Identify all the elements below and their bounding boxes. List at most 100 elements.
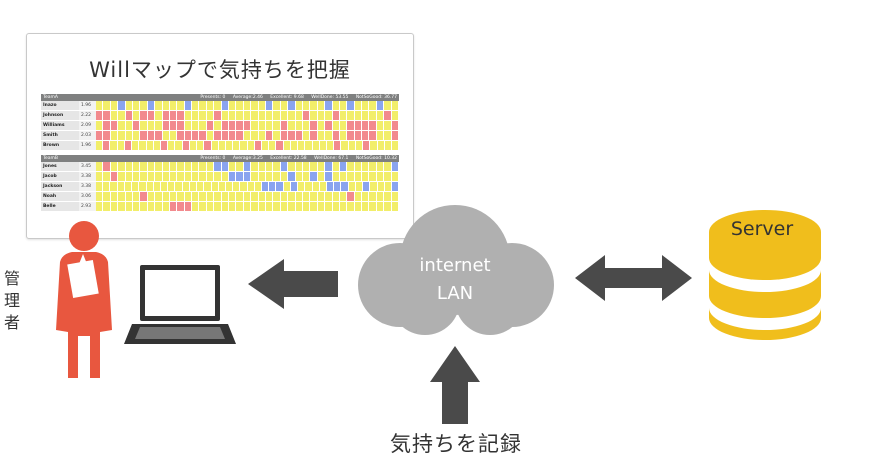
mood-cell (355, 141, 364, 150)
mood-cell (288, 172, 296, 181)
mood-cell (169, 172, 178, 181)
mood-cell (251, 192, 259, 201)
mood-cell (110, 192, 119, 201)
admin-label-char: 理 (3, 291, 20, 310)
mood-cell (221, 162, 230, 171)
mood-cell (177, 131, 185, 140)
mood-cell (348, 182, 356, 191)
mood-cell (258, 202, 266, 211)
mood-cell (243, 101, 252, 110)
mood-cell (339, 172, 348, 181)
mood-cell (192, 162, 200, 171)
mood-cell (288, 131, 296, 140)
mood-cell (146, 141, 154, 150)
cloud-icon (358, 205, 554, 335)
mood-cell (370, 141, 378, 150)
mood-cell (325, 202, 333, 211)
mood-cell (295, 162, 303, 171)
mood-cell (265, 121, 274, 130)
mood-cell (384, 111, 392, 120)
mood-cell (184, 172, 193, 181)
mood-cell (117, 182, 125, 191)
mood-cell (96, 121, 104, 130)
mood-cell (362, 192, 370, 201)
mood-cell (96, 111, 104, 120)
mood-cell (325, 121, 333, 130)
mood-cell (199, 121, 207, 130)
cloud-label-line1: internet (419, 255, 491, 276)
team-a-table: TeamA Presents: 0 Average:2.46 Excellent… (41, 94, 400, 151)
mood-cell (147, 162, 156, 171)
mood-cell (177, 121, 185, 130)
mood-cell (229, 131, 237, 140)
mood-cell (243, 111, 252, 120)
mood-cell (384, 131, 392, 140)
mood-cell (317, 202, 326, 211)
mood-cell (147, 202, 156, 211)
mood-cell (302, 162, 311, 171)
mood-cell (280, 111, 289, 120)
mood-cell (125, 162, 133, 171)
laptop-icon (124, 265, 236, 344)
arrow-left-icon (248, 259, 338, 309)
mood-cell (339, 202, 348, 211)
mood-cell (132, 121, 141, 130)
mood-cell (265, 111, 274, 120)
stat-notsogood: NotSoGood: 10.32 (355, 156, 397, 161)
mood-cell (155, 202, 163, 211)
mood-cell (339, 162, 348, 171)
mood-cell (168, 182, 176, 191)
mood-cell (347, 162, 355, 171)
member-score: 1.96 (79, 141, 96, 150)
mood-cell (147, 121, 156, 130)
mood-cell (206, 121, 215, 130)
team-name: TeamA (43, 95, 58, 100)
mood-cell (280, 121, 289, 130)
member-name: Jackson (41, 182, 79, 191)
mood-cell (384, 192, 392, 201)
mood-cell (362, 162, 370, 171)
mood-cells (96, 111, 400, 120)
mood-cells (96, 101, 400, 110)
mood-cell (229, 111, 237, 120)
mood-cell (147, 192, 156, 201)
mood-cell (199, 162, 207, 171)
mood-cell (362, 121, 370, 130)
mood-cells (96, 182, 400, 191)
mood-cell (103, 162, 111, 171)
mood-cell (376, 172, 385, 181)
team-stats: Presents: 0 Average:3.25 Excellent: 22.5… (194, 155, 397, 162)
mood-cell (369, 111, 377, 120)
mood-cell (265, 172, 274, 181)
mood-cell (384, 202, 392, 211)
mood-cell (298, 182, 306, 191)
mood-cell (332, 202, 340, 211)
mood-cell (258, 121, 266, 130)
mood-cell (110, 172, 119, 181)
mood-cell (132, 141, 140, 150)
mood-cell (258, 192, 266, 201)
mood-cell (310, 131, 318, 140)
admin-label: 管 理 者 (2, 268, 22, 334)
mood-cell (251, 111, 259, 120)
mood-cell (184, 192, 193, 201)
mood-cell (243, 172, 252, 181)
mood-cell (140, 131, 148, 140)
member-score: 3.06 (79, 192, 96, 201)
mood-cell (283, 182, 291, 191)
mood-cell (236, 202, 244, 211)
mood-cell (269, 182, 277, 191)
mood-cell (125, 111, 133, 120)
member-score: 3.38 (79, 182, 96, 191)
mood-cell (236, 192, 244, 201)
mood-cell (354, 111, 363, 120)
mood-cell (369, 192, 377, 201)
mood-cell (362, 202, 370, 211)
mood-cell (214, 101, 222, 110)
stat-presents: Presents: 0 (200, 156, 226, 161)
mood-cell (221, 172, 230, 181)
mood-cell (155, 131, 163, 140)
mood-cell (376, 192, 385, 201)
mood-cell (362, 111, 370, 120)
mood-cell (265, 131, 274, 140)
